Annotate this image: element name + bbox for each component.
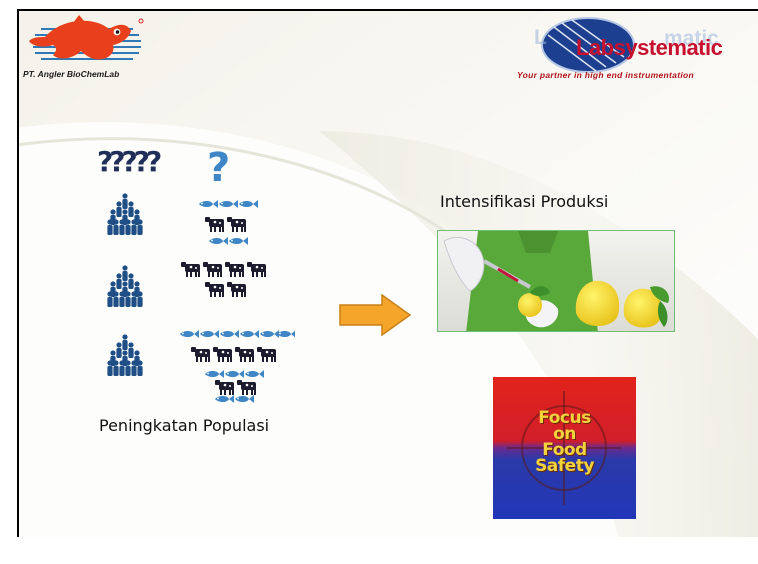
labsystematic-tagline: Your partner in high end instrumentation — [517, 70, 694, 80]
labsystematic-wordmark: Labsystematic — [576, 35, 723, 60]
caption-population-growth: Peningkatan Populasi — [99, 416, 270, 435]
population-growth-illustration: ????? ? — [97, 145, 295, 403]
badge-line-food: Food — [542, 440, 587, 460]
badge-line-on: on — [553, 424, 576, 444]
focus-on-food-safety-badge: Focus on Food Safety — [493, 377, 636, 519]
scientist-injecting-fruit-photo — [437, 230, 675, 332]
badge-line-focus: Focus — [538, 408, 591, 428]
angler-biochemlab-logo: PT. Angler BioChemLab — [23, 15, 158, 95]
badge-text: Focus on Food Safety — [493, 408, 636, 476]
single-question-mark: ? — [207, 145, 230, 191]
badge-line-safety: Safety — [535, 456, 594, 476]
right-arrow-icon — [339, 294, 412, 336]
svg-text:L: L — [534, 26, 547, 49]
red-fish-icon — [29, 15, 144, 60]
question-marks: ????? — [97, 145, 161, 178]
cow-icon — [181, 217, 276, 395]
svg-text:matic: matic — [664, 27, 719, 50]
company-name: PT. Angler BioChemLab — [23, 69, 120, 79]
people-crowd-icon — [107, 193, 142, 376]
labsystematic-logo: L matic Labsystematic Your partner in hi… — [514, 17, 758, 97]
slide: PT. Angler BioChemLab L matic Labsystema… — [17, 9, 758, 537]
globe-swirl-icon: L matic — [534, 17, 719, 73]
caption-production-intensification: Intensifikasi Produksi — [440, 192, 609, 211]
